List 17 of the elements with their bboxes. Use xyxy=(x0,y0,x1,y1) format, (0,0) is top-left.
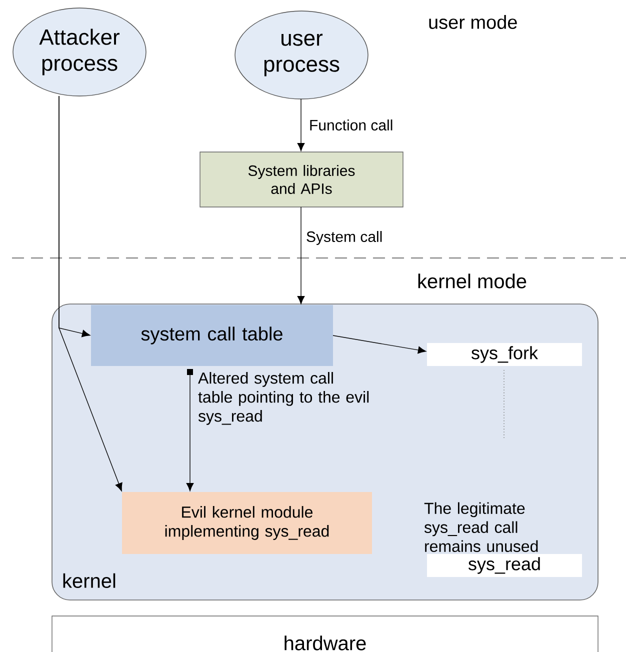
note-text: The legitimate sys_read call remains unused xyxy=(424,502,538,552)
hardware-box: hardware xyxy=(52,616,598,652)
edge-label: System call xyxy=(306,231,382,245)
arrow xyxy=(297,98,305,152)
edge-label: Altered system call table pointing to the evil sys_read xyxy=(198,372,369,425)
table-box: system call table xyxy=(91,305,333,366)
entry-box: sys_fork xyxy=(427,343,582,366)
library-box: System libraries and APIs xyxy=(200,152,404,208)
arrow xyxy=(186,369,194,492)
edge-label: Function call xyxy=(310,120,392,130)
module-box: Evil kernel module implementing sys_read xyxy=(122,492,372,554)
arrow xyxy=(332,335,426,354)
arrow xyxy=(58,96,122,492)
arrow xyxy=(297,206,305,304)
mode-label: kernel mode xyxy=(418,274,526,288)
entry-box: sys_read xyxy=(427,554,582,577)
mode-label: user mode xyxy=(429,15,517,29)
